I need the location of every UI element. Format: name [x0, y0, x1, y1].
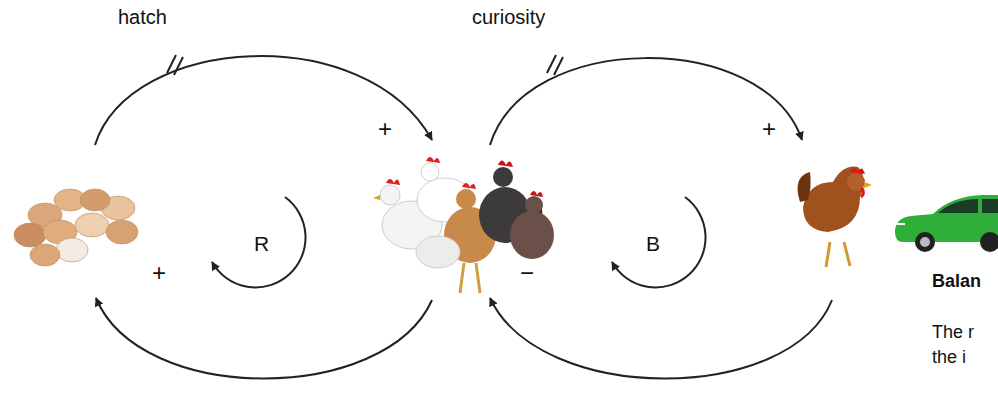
- flock-picture: [373, 157, 554, 293]
- causal-arrow: [490, 298, 832, 379]
- loop-indicator: R: [252, 232, 271, 255]
- loop-indicator: B: [644, 232, 662, 255]
- delay-mark: [547, 55, 563, 75]
- loop-circle: [212, 197, 306, 287]
- polarity-sign: +: [150, 260, 168, 286]
- link-label: curiosity: [470, 6, 547, 28]
- polarity-sign: −: [518, 260, 536, 286]
- causal-arrow: [95, 56, 432, 145]
- causal-arrow: [96, 298, 432, 379]
- delay-mark: [167, 55, 183, 75]
- text-fragment: The r: [930, 323, 976, 343]
- polarity-sign: +: [760, 116, 778, 142]
- car-picture: [895, 195, 998, 252]
- link-label: hatch: [116, 6, 169, 28]
- text-fragment: Balan: [930, 272, 983, 292]
- eggs-picture: [14, 189, 138, 266]
- causal-arrow: [490, 58, 802, 145]
- text-fragment: the i: [930, 348, 968, 368]
- polarity-sign: +: [376, 116, 394, 142]
- loop-arrows: [95, 55, 832, 379]
- hen-picture: [798, 167, 872, 267]
- loop-circle: [612, 197, 706, 287]
